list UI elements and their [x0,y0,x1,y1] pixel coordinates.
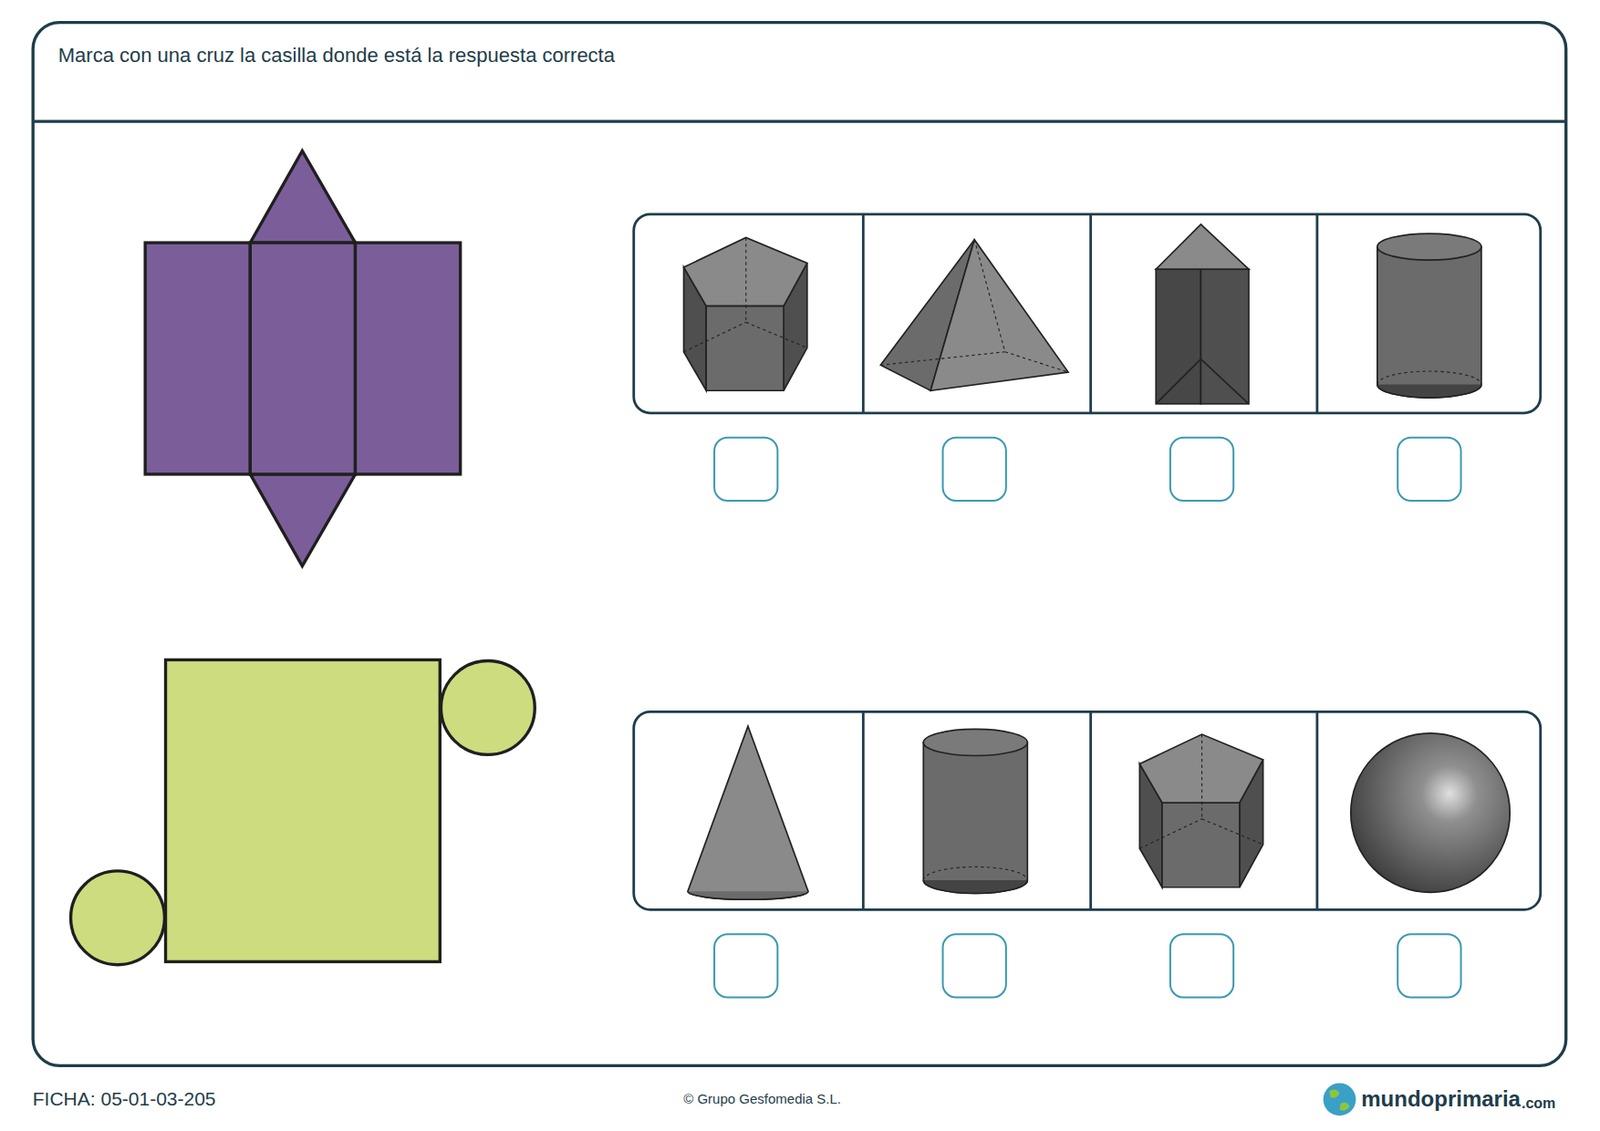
brand-suffix: .com [1521,1094,1556,1112]
copyright-note: © Grupo Gesfomedia S.L. [683,1090,842,1108]
sheet-code: FICHA: 05-01-03-205 [32,1087,217,1111]
instruction-title: Marca con una cruz la casilla donde está… [58,43,615,68]
brand-name: mundoprimaria [1361,1086,1521,1113]
